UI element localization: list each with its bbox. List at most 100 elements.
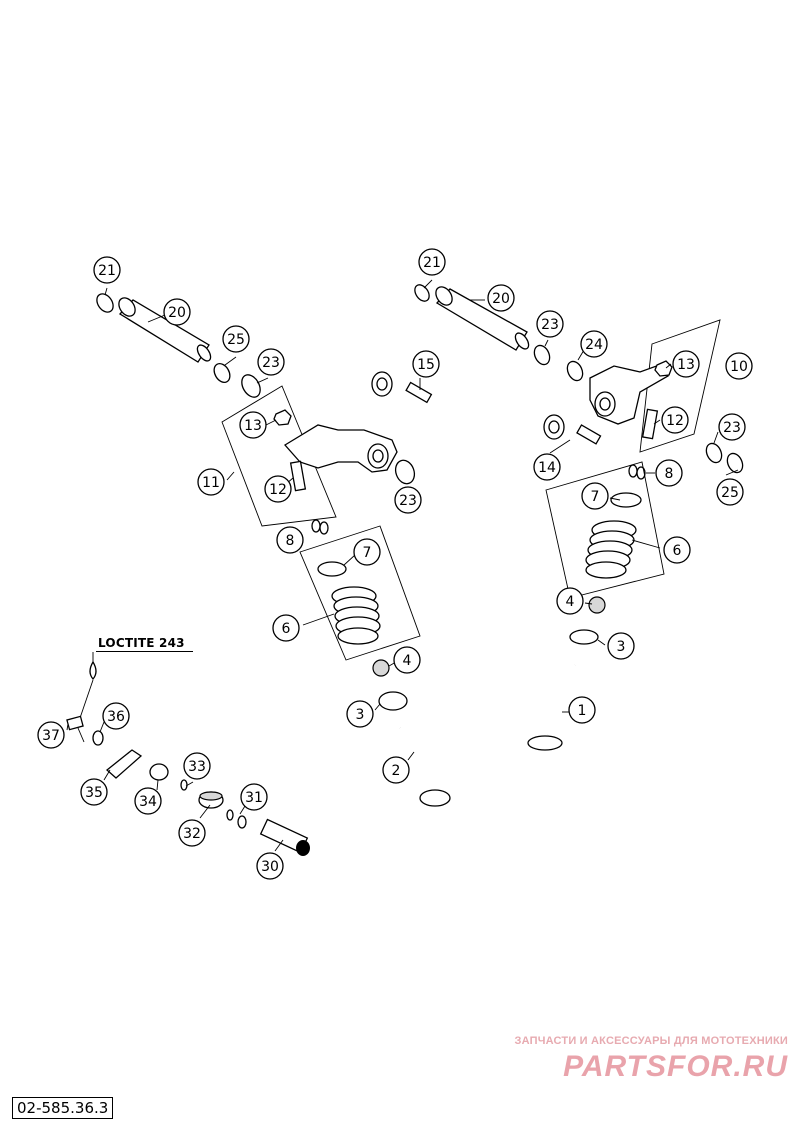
- callout-number: 23: [541, 317, 559, 333]
- callout-number: 4: [566, 594, 575, 610]
- callout-23: 23: [536, 310, 564, 338]
- watermark-brand: PARTSFOR.RU: [563, 1050, 788, 1083]
- callout-number: 1: [578, 703, 587, 719]
- callout-number: 3: [617, 639, 626, 655]
- callout-37: 37: [37, 721, 65, 749]
- frame-10: [639, 319, 721, 453]
- callout-23: 23: [394, 486, 422, 514]
- callout-leader: [185, 781, 194, 787]
- callout-number: 21: [98, 263, 116, 279]
- callout-number: 3: [356, 707, 365, 723]
- callout-2: 2: [382, 756, 410, 784]
- callout-leader: [343, 554, 356, 566]
- callout-leader: [274, 839, 284, 852]
- callout-number: 33: [188, 759, 206, 775]
- callout-leader: [713, 431, 719, 444]
- part-spring-6-right: [585, 520, 637, 579]
- callout-balloon: [240, 783, 268, 811]
- part-valve-2: [398, 727, 451, 807]
- callout-number: 11: [202, 475, 220, 491]
- callout-number: 23: [723, 420, 741, 436]
- callout-balloon: [222, 325, 250, 353]
- callout-number: 20: [168, 305, 186, 321]
- part-washer-24-right: [566, 360, 584, 382]
- callout-20: 20: [487, 284, 515, 312]
- callout-balloon: [163, 298, 191, 326]
- callout-leader: [374, 703, 381, 711]
- callout-balloon: [178, 819, 206, 847]
- callout-leader: [265, 419, 277, 426]
- callout-leader: [156, 779, 159, 791]
- part-oring-33: [180, 779, 188, 791]
- callout-balloon: [134, 787, 162, 815]
- callout-balloon: [276, 526, 304, 554]
- callout-leader: [407, 751, 415, 761]
- callout-6: 6: [272, 614, 300, 642]
- callout-number: 24: [585, 337, 603, 353]
- part-washer-3-right: [569, 629, 599, 645]
- callout-23: 23: [718, 413, 746, 441]
- callout-balloon: [197, 468, 225, 496]
- callout-number: 10: [730, 359, 748, 375]
- callout-13: 13: [239, 411, 267, 439]
- callout-20: 20: [163, 298, 191, 326]
- callout-balloon: [37, 721, 65, 749]
- part-oring-21-right: [414, 284, 430, 302]
- frame-6-left: [299, 525, 421, 661]
- callout-leader: [147, 314, 166, 323]
- callout-leader: [103, 769, 111, 781]
- callout-balloon: [533, 453, 561, 481]
- callout-balloon: [412, 350, 440, 378]
- callout-balloon: [93, 256, 121, 284]
- callout-balloon: [256, 852, 284, 880]
- callout-number: 6: [673, 543, 682, 559]
- callout-leader: [199, 804, 211, 819]
- callout-7: 7: [581, 482, 609, 510]
- callout-leader: [584, 602, 593, 605]
- callout-number: 13: [677, 357, 695, 373]
- callout-balloon: [725, 352, 753, 380]
- callout-number: 13: [244, 418, 262, 434]
- part-washer-23-left-b: [394, 459, 416, 485]
- callout-balloon: [394, 486, 422, 514]
- callout-number: 30: [261, 859, 279, 875]
- callout-number: 23: [399, 493, 417, 509]
- callout-leader: [549, 439, 571, 454]
- part-adjust-screw-12-left: [289, 460, 307, 492]
- part-screw-37: [66, 715, 85, 743]
- callout-leader: [99, 721, 105, 733]
- callout-6: 6: [663, 536, 691, 564]
- callout-number: 23: [262, 355, 280, 371]
- callout-balloon: [393, 646, 421, 674]
- callout-balloon: [607, 632, 635, 660]
- part-keepers-8-left: [311, 519, 329, 535]
- callout-10: 10: [725, 352, 753, 380]
- callout-balloon: [663, 536, 691, 564]
- callout-24: 24: [580, 330, 608, 358]
- callout-leader: [66, 723, 69, 731]
- callout-number: 25: [227, 332, 245, 348]
- part-washer-23-left: [241, 374, 261, 398]
- part-adhesive-drop: [89, 660, 97, 680]
- callout-34: 34: [134, 787, 162, 815]
- callout-leader: [609, 497, 621, 501]
- callout-25: 25: [716, 478, 744, 506]
- callout-leader: [224, 356, 237, 366]
- part-adjust-screw-12-right: [641, 408, 659, 440]
- watermark-tagline: ЗАПЧАСТИ И АКСЕССУАРЫ ДЛЯ МОТОТЕХНИКИ: [514, 1035, 788, 1047]
- callout-number: 8: [665, 466, 674, 482]
- part-retainer-7-right: [610, 492, 642, 508]
- callout-number: 6: [282, 621, 291, 637]
- part-gasket-34: [149, 763, 169, 781]
- callout-21: 21: [93, 256, 121, 284]
- callout-balloon: [580, 330, 608, 358]
- callout-balloon: [183, 752, 211, 780]
- callout-35: 35: [80, 778, 108, 806]
- callout-4: 4: [556, 587, 584, 615]
- part-rocker-shaft-20-right: [435, 286, 530, 351]
- part-keepers-8-right: [628, 464, 646, 480]
- part-tensioner-32: [198, 791, 224, 809]
- part-rocker-arm-10: [589, 363, 669, 425]
- callout-8: 8: [655, 459, 683, 487]
- callout-balloon: [272, 614, 300, 642]
